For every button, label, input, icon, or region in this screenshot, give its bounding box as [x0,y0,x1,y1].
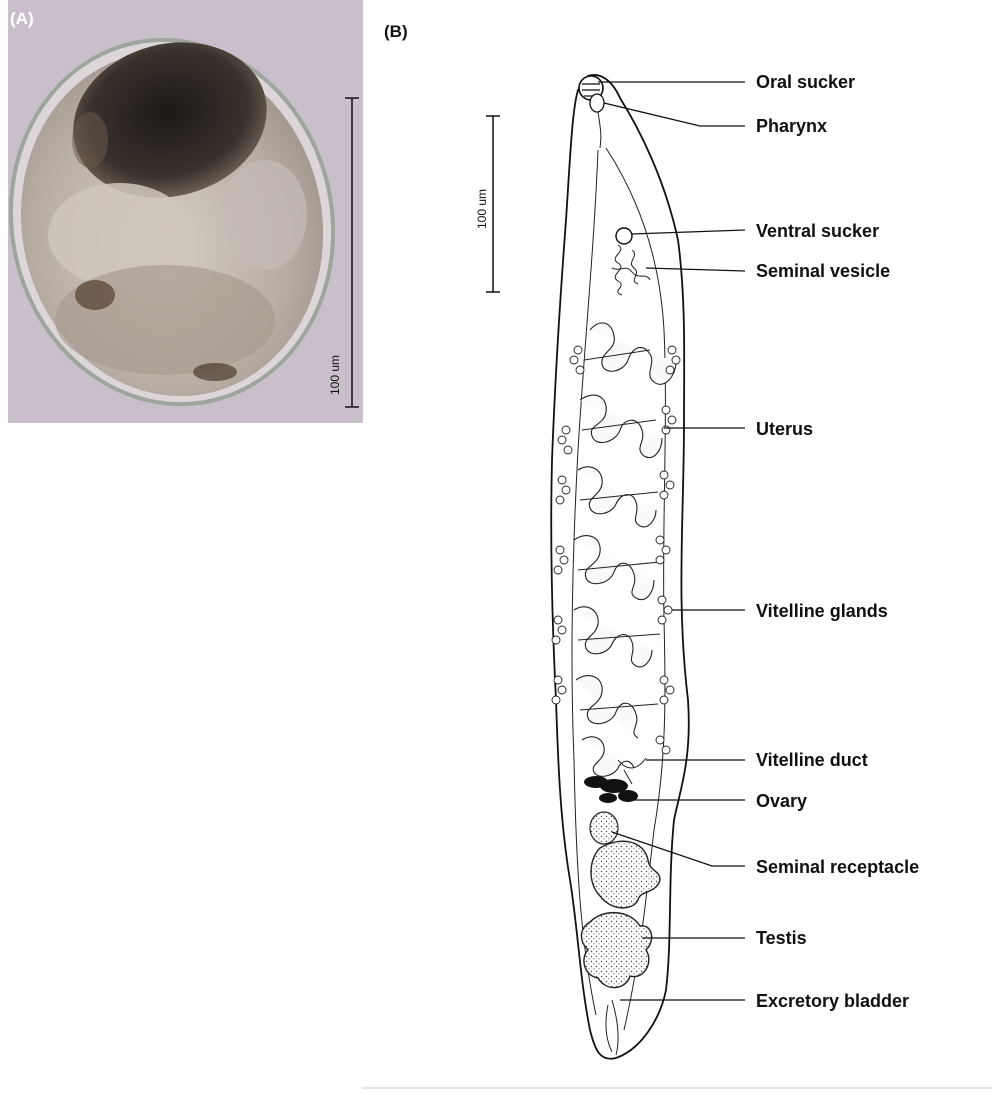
embryo-dark-spot [72,112,108,168]
label-ventral-sucker: Ventral sucker [756,221,879,241]
pharynx-shape [590,94,604,112]
label-vitelline-glands: Vitelline glands [756,601,888,621]
panel-b: (B) 100 um [362,22,992,1088]
panel-a-label: (A) [10,9,34,28]
panel-a: (A) 100 um [0,0,367,434]
callout-labels: Oral sucker Pharynx Ventral sucker Semin… [756,72,919,1011]
label-vitelline-duct: Vitelline duct [756,750,868,770]
seminal-receptacle-shape [590,812,618,844]
embryo-right-lobe [223,160,307,270]
label-pharynx: Pharynx [756,116,827,136]
ventral-sucker-shape [616,228,632,244]
panel-b-scale-label: 100 um [475,189,489,229]
panel-b-scale-bar: 100 um [475,116,500,292]
label-seminal-vesicle: Seminal vesicle [756,261,890,281]
label-ovary: Ovary [756,791,807,811]
worm-body-outline [551,75,689,1059]
embryo-dark-spot [75,280,115,310]
label-oral-sucker: Oral sucker [756,72,855,92]
label-uterus: Uterus [756,419,813,439]
label-testis: Testis [756,928,807,948]
embryo-dark-spot [193,363,237,381]
label-seminal-receptacle: Seminal receptacle [756,857,919,877]
label-excretory-bladder: Excretory bladder [756,991,909,1011]
panel-a-scale-label: 100 um [328,355,342,395]
panel-b-label: (B) [384,22,408,41]
